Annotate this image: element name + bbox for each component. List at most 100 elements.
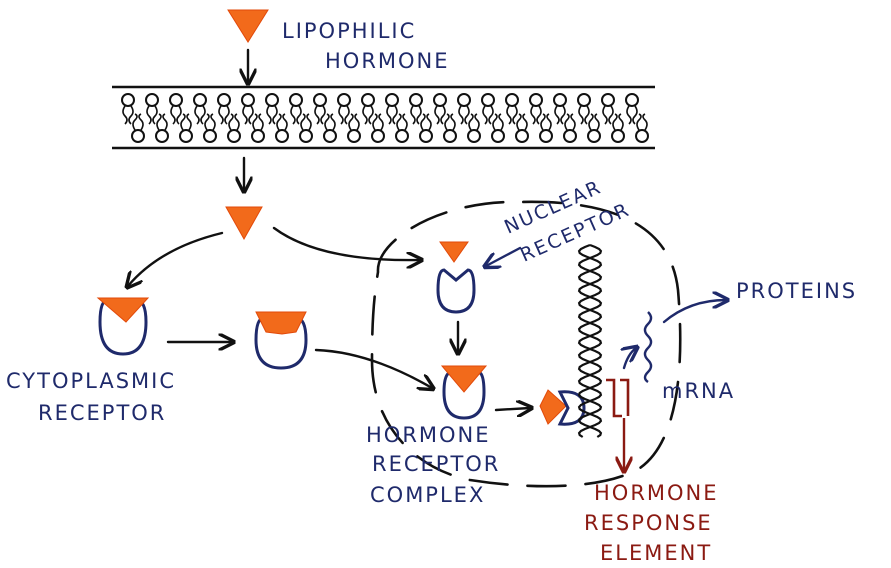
- lipid-head: [386, 94, 398, 106]
- label-complex-hormone: HORMONE: [366, 423, 491, 447]
- lipid-tail: [493, 114, 503, 130]
- lipid-head: [228, 130, 240, 142]
- lipid-head: [180, 130, 192, 142]
- lipid-tail: [589, 114, 599, 130]
- lipid-tail: [349, 114, 359, 130]
- lipid-head: [348, 130, 360, 142]
- lipid-head: [530, 94, 542, 106]
- lipid-tail: [147, 106, 157, 124]
- lipid-tail: [579, 106, 589, 124]
- lipid-tail: [301, 114, 311, 130]
- lipid-tail: [315, 106, 325, 124]
- lipid-head: [458, 94, 470, 106]
- label-hre-element: ELEMENT: [600, 541, 712, 565]
- lipid-tail: [205, 114, 215, 130]
- lipid-tail: [339, 106, 349, 124]
- lipid-head: [156, 130, 168, 142]
- lipid-tail: [195, 106, 205, 124]
- lipid-tail: [291, 106, 301, 124]
- lipid-head: [132, 130, 144, 142]
- lipid-tail: [445, 114, 455, 130]
- arrow-to-nucleus: [274, 228, 420, 260]
- lipid-head: [588, 130, 600, 142]
- lipid-tail: [243, 106, 253, 124]
- lipid-tail: [277, 114, 287, 130]
- lipid-tail: [229, 114, 239, 130]
- lipid-tail: [397, 114, 407, 130]
- lipid-head: [324, 130, 336, 142]
- arrow-to-cytoplasmic-receptor: [128, 233, 222, 286]
- cell-membrane: [112, 87, 655, 148]
- lipid-tail: [603, 106, 613, 124]
- arrow-to-mrna: [624, 348, 636, 368]
- lipid-head: [434, 94, 446, 106]
- lipid-tail: [363, 106, 373, 124]
- lipid-head: [314, 94, 326, 106]
- lipid-tail: [613, 114, 623, 130]
- lipid-head: [410, 94, 422, 106]
- cytoplasmic-receptor-icon: [98, 298, 148, 354]
- label-mrna: mRNA: [662, 379, 735, 403]
- lipid-head: [554, 94, 566, 106]
- label-cytoplasmic-receptor: RECEPTOR: [38, 401, 166, 425]
- lipid-tail: [411, 106, 421, 124]
- lipid-tail: [123, 106, 133, 124]
- lipid-head: [420, 130, 432, 142]
- lipid-tail: [627, 106, 637, 124]
- arrow-to-proteins: [664, 300, 726, 322]
- label-lipophilic: LIPOPHILIC: [282, 19, 416, 43]
- lipid-head: [636, 130, 648, 142]
- label-proteins: PROTEINS: [736, 279, 857, 303]
- label-hre-response: RESPONSE: [584, 511, 713, 535]
- lipid-head: [122, 94, 134, 106]
- lipid-head: [372, 130, 384, 142]
- lipophilic-hormone-icon: [228, 10, 268, 42]
- lipid-tail: [373, 114, 383, 130]
- lipid-tail: [267, 106, 277, 124]
- lipid-tail: [181, 114, 191, 130]
- lipid-head: [170, 94, 182, 106]
- lipid-tail: [435, 106, 445, 124]
- lipid-head: [564, 130, 576, 142]
- lipid-head: [396, 130, 408, 142]
- lipid-tail: [133, 114, 143, 130]
- lipid-tail: [387, 106, 397, 124]
- lipid-head: [602, 94, 614, 106]
- lipid-tail: [219, 106, 229, 124]
- lipid-tail: [517, 114, 527, 130]
- lipid-tail: [507, 106, 517, 124]
- lipid-head: [204, 130, 216, 142]
- lipid-head: [578, 94, 590, 106]
- lipid-head: [362, 94, 374, 106]
- lipid-head: [290, 94, 302, 106]
- lipid-tail: [253, 114, 263, 130]
- lipid-head: [444, 130, 456, 142]
- arrow-to-dna: [496, 408, 530, 410]
- lipid-tail: [421, 114, 431, 130]
- hormone-receptor-complex-icon: [442, 366, 486, 418]
- label-complex-receptor: RECEPTOR: [372, 452, 500, 476]
- lipid-tail: [531, 106, 541, 124]
- lipid-tail: [325, 114, 335, 130]
- arrow-nuclear-label: [486, 248, 520, 266]
- label-hre-hormone: HORMONE: [594, 481, 719, 505]
- lipid-head: [242, 94, 254, 106]
- lipid-head: [492, 130, 504, 142]
- dna-bound-receptor-icon: [540, 390, 584, 424]
- lipid-head: [300, 130, 312, 142]
- lipid-head: [626, 94, 638, 106]
- lipid-head: [338, 94, 350, 106]
- lipid-head: [146, 94, 158, 106]
- nuclear-receptor-icon: [438, 242, 474, 312]
- lipid-head: [482, 94, 494, 106]
- lipid-head: [468, 130, 480, 142]
- lipid-head: [540, 130, 552, 142]
- lipid-head: [612, 130, 624, 142]
- lipid-head: [218, 94, 230, 106]
- bound-receptor-icon: [256, 312, 306, 368]
- label-hormone: HORMONE: [325, 49, 450, 73]
- lipid-tail: [171, 106, 181, 124]
- lipid-tail: [157, 114, 167, 130]
- lipid-head: [506, 94, 518, 106]
